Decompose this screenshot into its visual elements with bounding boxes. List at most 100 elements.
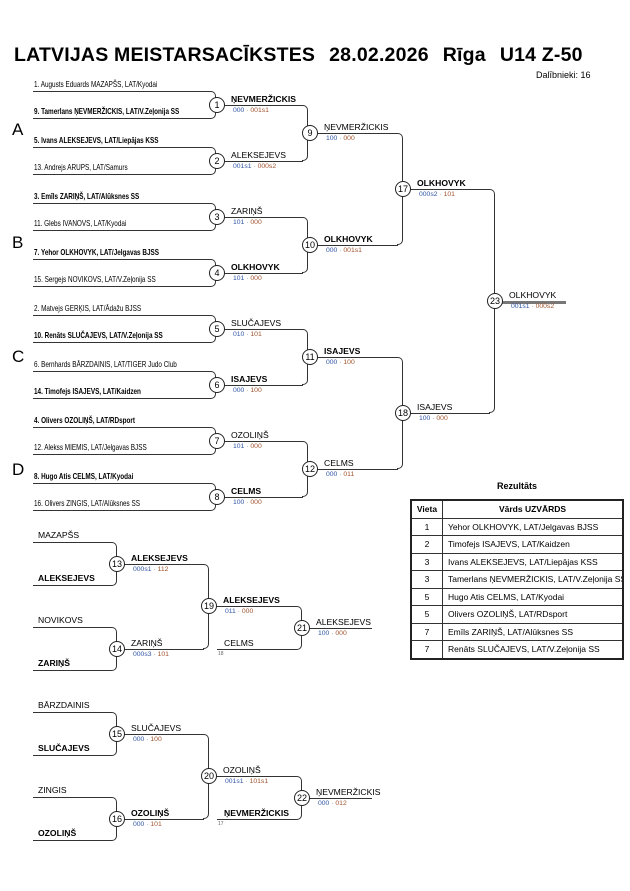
bracket-line [302, 627, 372, 629]
bracket-line [302, 797, 372, 799]
competitor-name: 6. Bernhards BĀRZDAINIS, LAT/TIGER Judo … [34, 359, 177, 369]
header-name: Vārds UZVĀRDS [442, 499, 624, 519]
score-white: 100 [233, 498, 245, 506]
score-blue: 100 [343, 358, 355, 366]
header-place: Vieta [410, 499, 443, 519]
event-name: LATVIJAS MEISTARSACĪKSTES [14, 44, 316, 66]
match-number: 15 [109, 725, 125, 742]
bracket-line [310, 356, 398, 358]
score-blue: 112 [157, 565, 169, 573]
bracket-line [495, 300, 566, 304]
results-header-row: Vieta Vārds UZVĀRDS [410, 499, 624, 519]
score-white: 000s2 [419, 190, 438, 198]
score-white: 001s1 [225, 778, 244, 785]
group-label-c: C [12, 347, 25, 366]
match-number: 19 [201, 598, 217, 614]
competitor-name: 8. Hugo Atis CELMS, LAT/Kyodai [34, 471, 134, 481]
match-number: 11 [302, 348, 318, 365]
bracket-line [117, 563, 204, 565]
bracket-line [33, 147, 211, 148]
score-blue: 000 [436, 414, 448, 422]
score-blue: 011 [343, 470, 355, 478]
athlete-name: Timofejs ISAJEVS, LAT/Kaidzen [442, 535, 624, 554]
competitor-name: ZINGIS [38, 785, 67, 795]
match-number: 14 [109, 640, 125, 657]
competitor-name: OLKHOVYK [324, 233, 373, 244]
bracket-line [217, 819, 297, 820]
bracket-line [33, 483, 211, 484]
match-number: 3 [209, 208, 225, 225]
bracket-line [217, 104, 303, 106]
event-date: 28.02.2026 [329, 44, 429, 66]
score-blue: 000 [250, 274, 262, 282]
competitor-name: ZARIŅŠ [131, 637, 163, 648]
score-white: 000 [318, 799, 330, 807]
competitor-name: 15. Sergejs NOVIKOVS, LAT/V.Zeļonija SS [34, 274, 156, 284]
competitor-name: 1. Augusts Eduards MAZAPŠS, LAT/Kyodai [34, 79, 158, 89]
competitor-name: ŅEVMERŽICKIS [316, 786, 381, 797]
bracket-line [217, 649, 297, 650]
match-score: 100 · 000 [419, 414, 448, 422]
bracket-line [33, 286, 211, 287]
place: 5 [410, 587, 443, 606]
bracket-line [403, 188, 490, 190]
bracket-line [217, 160, 303, 162]
score-blue: 101 [443, 190, 455, 198]
score-blue: 000 [241, 608, 254, 615]
bracket-line [33, 91, 211, 92]
score-blue: 000 [250, 498, 262, 506]
score-white: 000s1 [133, 565, 152, 573]
group-label-a: A [12, 120, 24, 139]
match-number: 8 [209, 488, 225, 505]
place: 3 [410, 570, 443, 589]
competitor-name: ZARIŅŠ [231, 205, 263, 216]
score-white: 000 [326, 358, 338, 366]
bracket-line [209, 606, 297, 607]
athlete-name: Olivers OZOLIŅŠ, LAT/RDsport [442, 605, 624, 624]
competitor-name: OLKHOVYK [231, 261, 280, 272]
competitor-name: OZOLIŅŠ [38, 828, 77, 838]
match-number: 20 [201, 768, 217, 784]
competitor-name: ŅEVMERŽICKIS [224, 808, 289, 818]
competitor-name: 12. Alekss MIEMIS, LAT/Jelgavas BJSS [34, 442, 147, 452]
competitor-name: 9. Tamerlans ŅEVMERŽICKIS, LAT/V.Zeļonij… [34, 106, 180, 116]
match-number: 16 [109, 810, 125, 827]
weight-category: U14 Z-50 [499, 44, 583, 66]
score-white: 001s1 [233, 162, 252, 170]
match-number: 4 [209, 264, 225, 281]
bracket-line [33, 259, 211, 260]
bracket-line [217, 384, 303, 386]
competitor-name: 2. Matvejs GERĶIS, LAT/Ādažu BJSS [34, 303, 142, 313]
match-number: 2 [209, 152, 225, 169]
match-number: 1 [209, 96, 225, 113]
place: 1 [410, 517, 443, 536]
competitor-name: 11. Glebs IVANOVS, LAT/Kyodai [34, 218, 127, 228]
score-blue: 100 [250, 386, 262, 394]
bracket-line [33, 797, 112, 798]
bracket-line [33, 454, 211, 455]
score-white: 000 [326, 470, 338, 478]
group-label-b: B [12, 233, 24, 252]
score-blue: 001s1 [343, 246, 362, 254]
competitor-name: MAZAPŠS [38, 530, 80, 540]
source-match-number: 17 [218, 821, 224, 827]
score-blue: 000s2 [257, 162, 277, 170]
competitor-name: NOVIKOVS [38, 615, 83, 625]
match-score: 000s3 · 101 [133, 650, 169, 658]
match-score: 011 · 000 [225, 608, 254, 615]
match-score: 010 · 101 [233, 330, 262, 338]
competitor-name: 3. Emīls ZARIŅŠ, LAT/Alūksnes SS [34, 191, 140, 201]
score-blue: 100 [150, 735, 162, 743]
bracket-line [217, 272, 303, 274]
score-white: 000s3 [133, 650, 152, 658]
competitor-name: ALEKSEJEVS [316, 616, 371, 627]
match-score: 000 · 001s1 [233, 106, 269, 114]
group-label-d: D [12, 460, 25, 479]
bracket-line [33, 342, 211, 343]
athlete-name: Renāts SLUČAJEVS, LAT/V.Zeļonija SS [442, 640, 624, 659]
match-number: 18 [395, 404, 411, 421]
